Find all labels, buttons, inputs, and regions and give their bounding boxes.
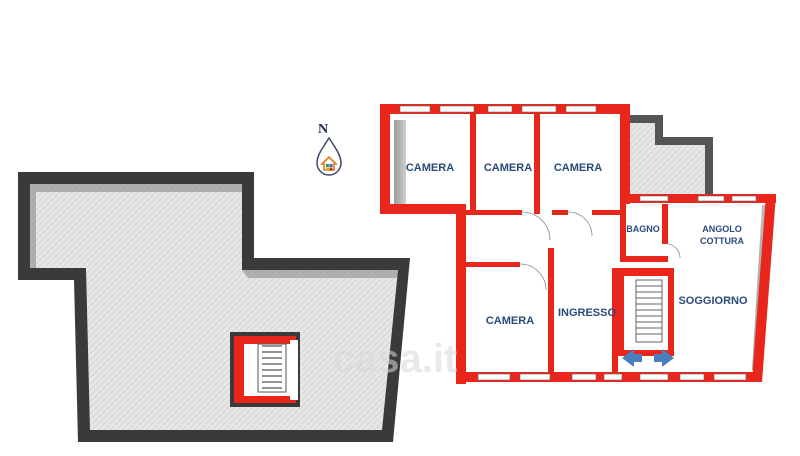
room-label-bagno: BAGNO	[626, 224, 660, 234]
watermark: casa.it	[333, 337, 458, 381]
room-label-camera-3: CAMERA	[554, 162, 602, 174]
apartment-plan: CAMERA CAMERA CAMERA BAGNO ANGOLO COTTUR…	[380, 104, 776, 384]
entry-arrows	[622, 349, 674, 367]
apartment-floor	[387, 112, 770, 378]
room-label-camera-2: CAMERA	[484, 162, 532, 174]
room-label-angolo: ANGOLO	[702, 224, 742, 234]
arrow-right-icon	[654, 349, 674, 367]
north-indicator: N	[316, 122, 342, 176]
terrace-stair-block	[230, 332, 300, 407]
room-label-cottura: COTTURA	[700, 236, 744, 246]
apartment-stair-block	[616, 268, 674, 356]
room-label-camera-1: CAMERA	[406, 162, 454, 174]
arrow-left-icon	[622, 349, 642, 367]
north-letter: N	[318, 122, 328, 137]
terrace-plan	[18, 172, 410, 442]
balcony-area	[625, 118, 710, 196]
room-label-ingresso: INGRESSO	[558, 307, 617, 319]
house-drop-icon	[316, 136, 342, 176]
room-label-soggiorno: SOGGIORNO	[678, 295, 748, 307]
terrace-floor	[30, 182, 400, 432]
room-label-camera-4: CAMERA	[486, 315, 534, 327]
interior-walls	[466, 114, 668, 372]
